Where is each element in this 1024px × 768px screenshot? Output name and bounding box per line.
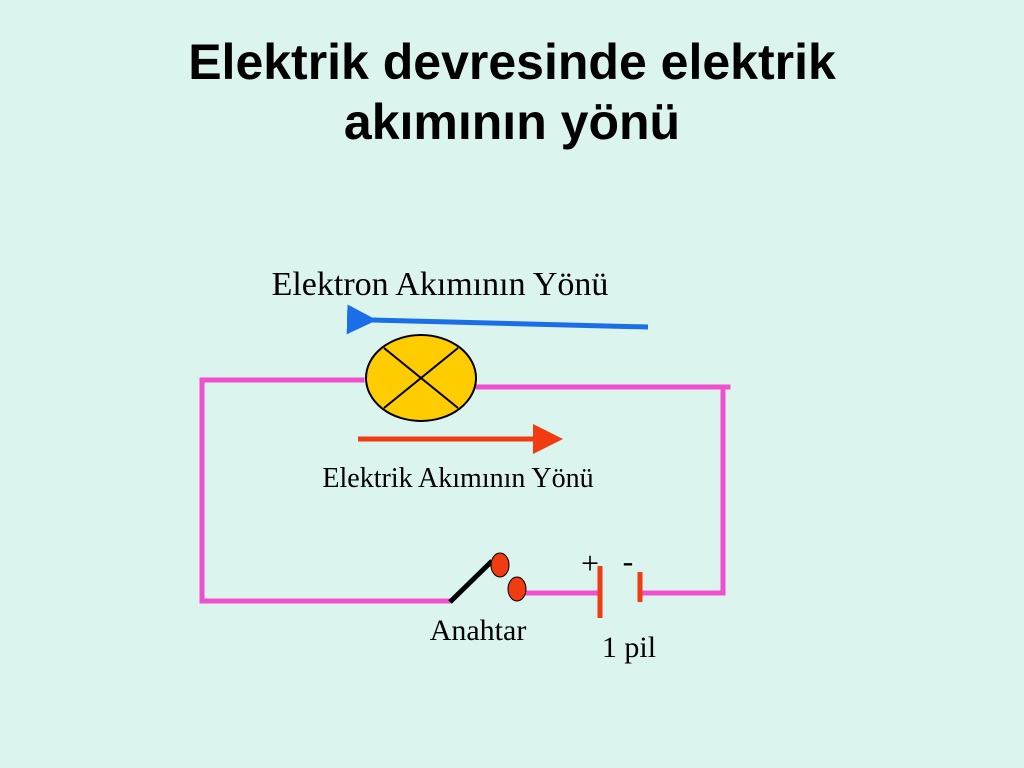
circuit-wires (199, 377, 731, 604)
current-flow-label: Elektrik Akımının Yönü (322, 463, 593, 494)
plus-sign: + (581, 545, 599, 581)
slide-title: Elektrik devresinde elektrik akımının yö… (0, 32, 1024, 152)
battery-icon (597, 566, 643, 618)
title-line-1: Elektrik devresinde elektrik (188, 34, 836, 90)
switch-contact-lower (507, 576, 527, 602)
electron-flow-label: Elektron Akımının Yönü (272, 266, 609, 303)
title-line-2: akımının yönü (343, 94, 681, 150)
switch-contact-upper (490, 552, 510, 578)
switch-icon (448, 552, 527, 604)
minus-sign: - (623, 543, 634, 579)
lamp-icon (365, 334, 477, 422)
switch-label: Anahtar (430, 614, 527, 647)
battery-label: 1 pil (602, 631, 656, 664)
electron-flow-arrow (346, 304, 649, 335)
